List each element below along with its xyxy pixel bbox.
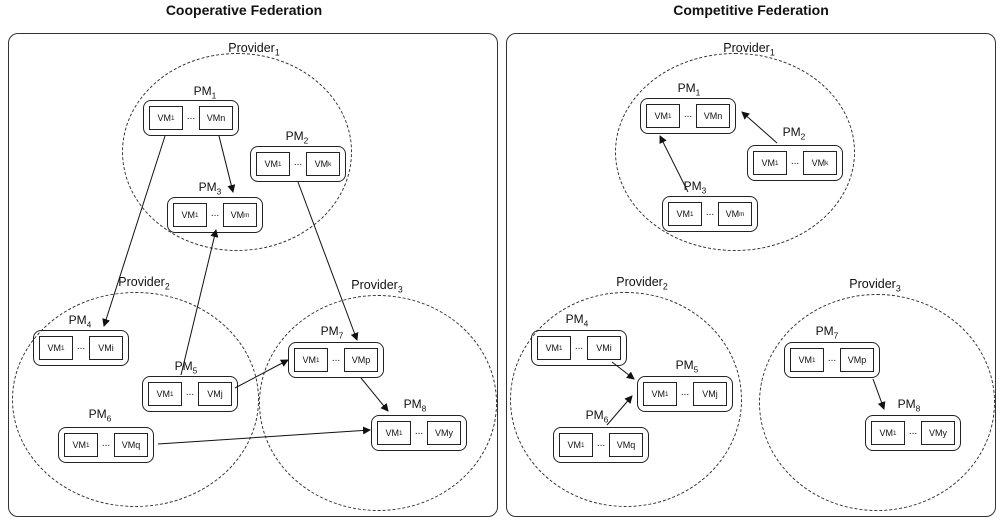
pm1-label: PM1 — [193, 84, 217, 101]
provider-3 — [259, 295, 497, 511]
provider-3 — [759, 294, 995, 511]
pm5-label: PM5 — [675, 358, 699, 375]
vm-box: VMq — [114, 433, 148, 457]
ellipsis: ... — [574, 341, 584, 352]
ellipsis: ... — [76, 341, 86, 352]
provider-1 — [615, 53, 855, 251]
ellipsis: ... — [705, 207, 715, 218]
vm-box: VMi — [587, 336, 621, 360]
vm-box: VMj — [198, 382, 232, 406]
ellipsis: ... — [101, 438, 111, 449]
ellipsis: ... — [414, 426, 424, 437]
vm-box: VMp — [840, 348, 874, 372]
pm4-label: PM4 — [565, 312, 589, 329]
ellipsis: ... — [596, 438, 606, 449]
pm7-label: PM7 — [320, 324, 344, 341]
vm-box: VMy — [921, 421, 955, 445]
ellipsis: ... — [827, 353, 837, 364]
pm6-label: PM6 — [88, 407, 112, 424]
ellipsis: ... — [908, 426, 918, 437]
competitive-title: Competitive Federation — [673, 2, 829, 18]
pm2-label: PM2 — [285, 129, 309, 146]
cooperative-title: Cooperative Federation — [165, 2, 323, 18]
vm-box: VMq — [609, 433, 643, 457]
vm-box: VMn — [696, 104, 730, 128]
pm1-label: PM1 — [677, 81, 701, 98]
pm7-label: PM7 — [815, 324, 839, 341]
vm-box: VMi — [89, 336, 123, 360]
ellipsis: ... — [683, 109, 693, 120]
provider-2-label: Provider2 — [118, 275, 170, 292]
provider-1-label: Provider1 — [723, 41, 775, 58]
pm3-label: PM3 — [683, 179, 707, 196]
ellipsis: ... — [331, 353, 341, 364]
provider-3-label: Provider3 — [849, 277, 901, 294]
pm5-label: PM5 — [174, 359, 198, 376]
vm-box: VMy — [427, 421, 461, 445]
pm6-label: PM6 — [585, 408, 609, 425]
vm-box: VMp — [344, 348, 378, 372]
ellipsis: ... — [210, 208, 220, 219]
ellipsis: ... — [293, 157, 303, 168]
vm-box: VMn — [199, 106, 233, 130]
ellipsis: ... — [185, 387, 195, 398]
ellipsis: ... — [186, 111, 196, 122]
pm4-label: PM4 — [68, 313, 92, 330]
ellipsis: ... — [790, 156, 800, 167]
provider-3-label: Provider3 — [351, 278, 403, 295]
provider-1-label: Provider1 — [228, 41, 280, 58]
provider-2 — [510, 292, 742, 507]
vm-box: VMj — [693, 382, 727, 406]
pm8-label: PM8 — [403, 397, 427, 414]
pm2-label: PM2 — [782, 125, 806, 142]
provider-2-label: Provider2 — [616, 275, 668, 292]
ellipsis: ... — [680, 387, 690, 398]
pm3-label: PM3 — [198, 180, 222, 197]
pm8-label: PM8 — [897, 397, 921, 414]
